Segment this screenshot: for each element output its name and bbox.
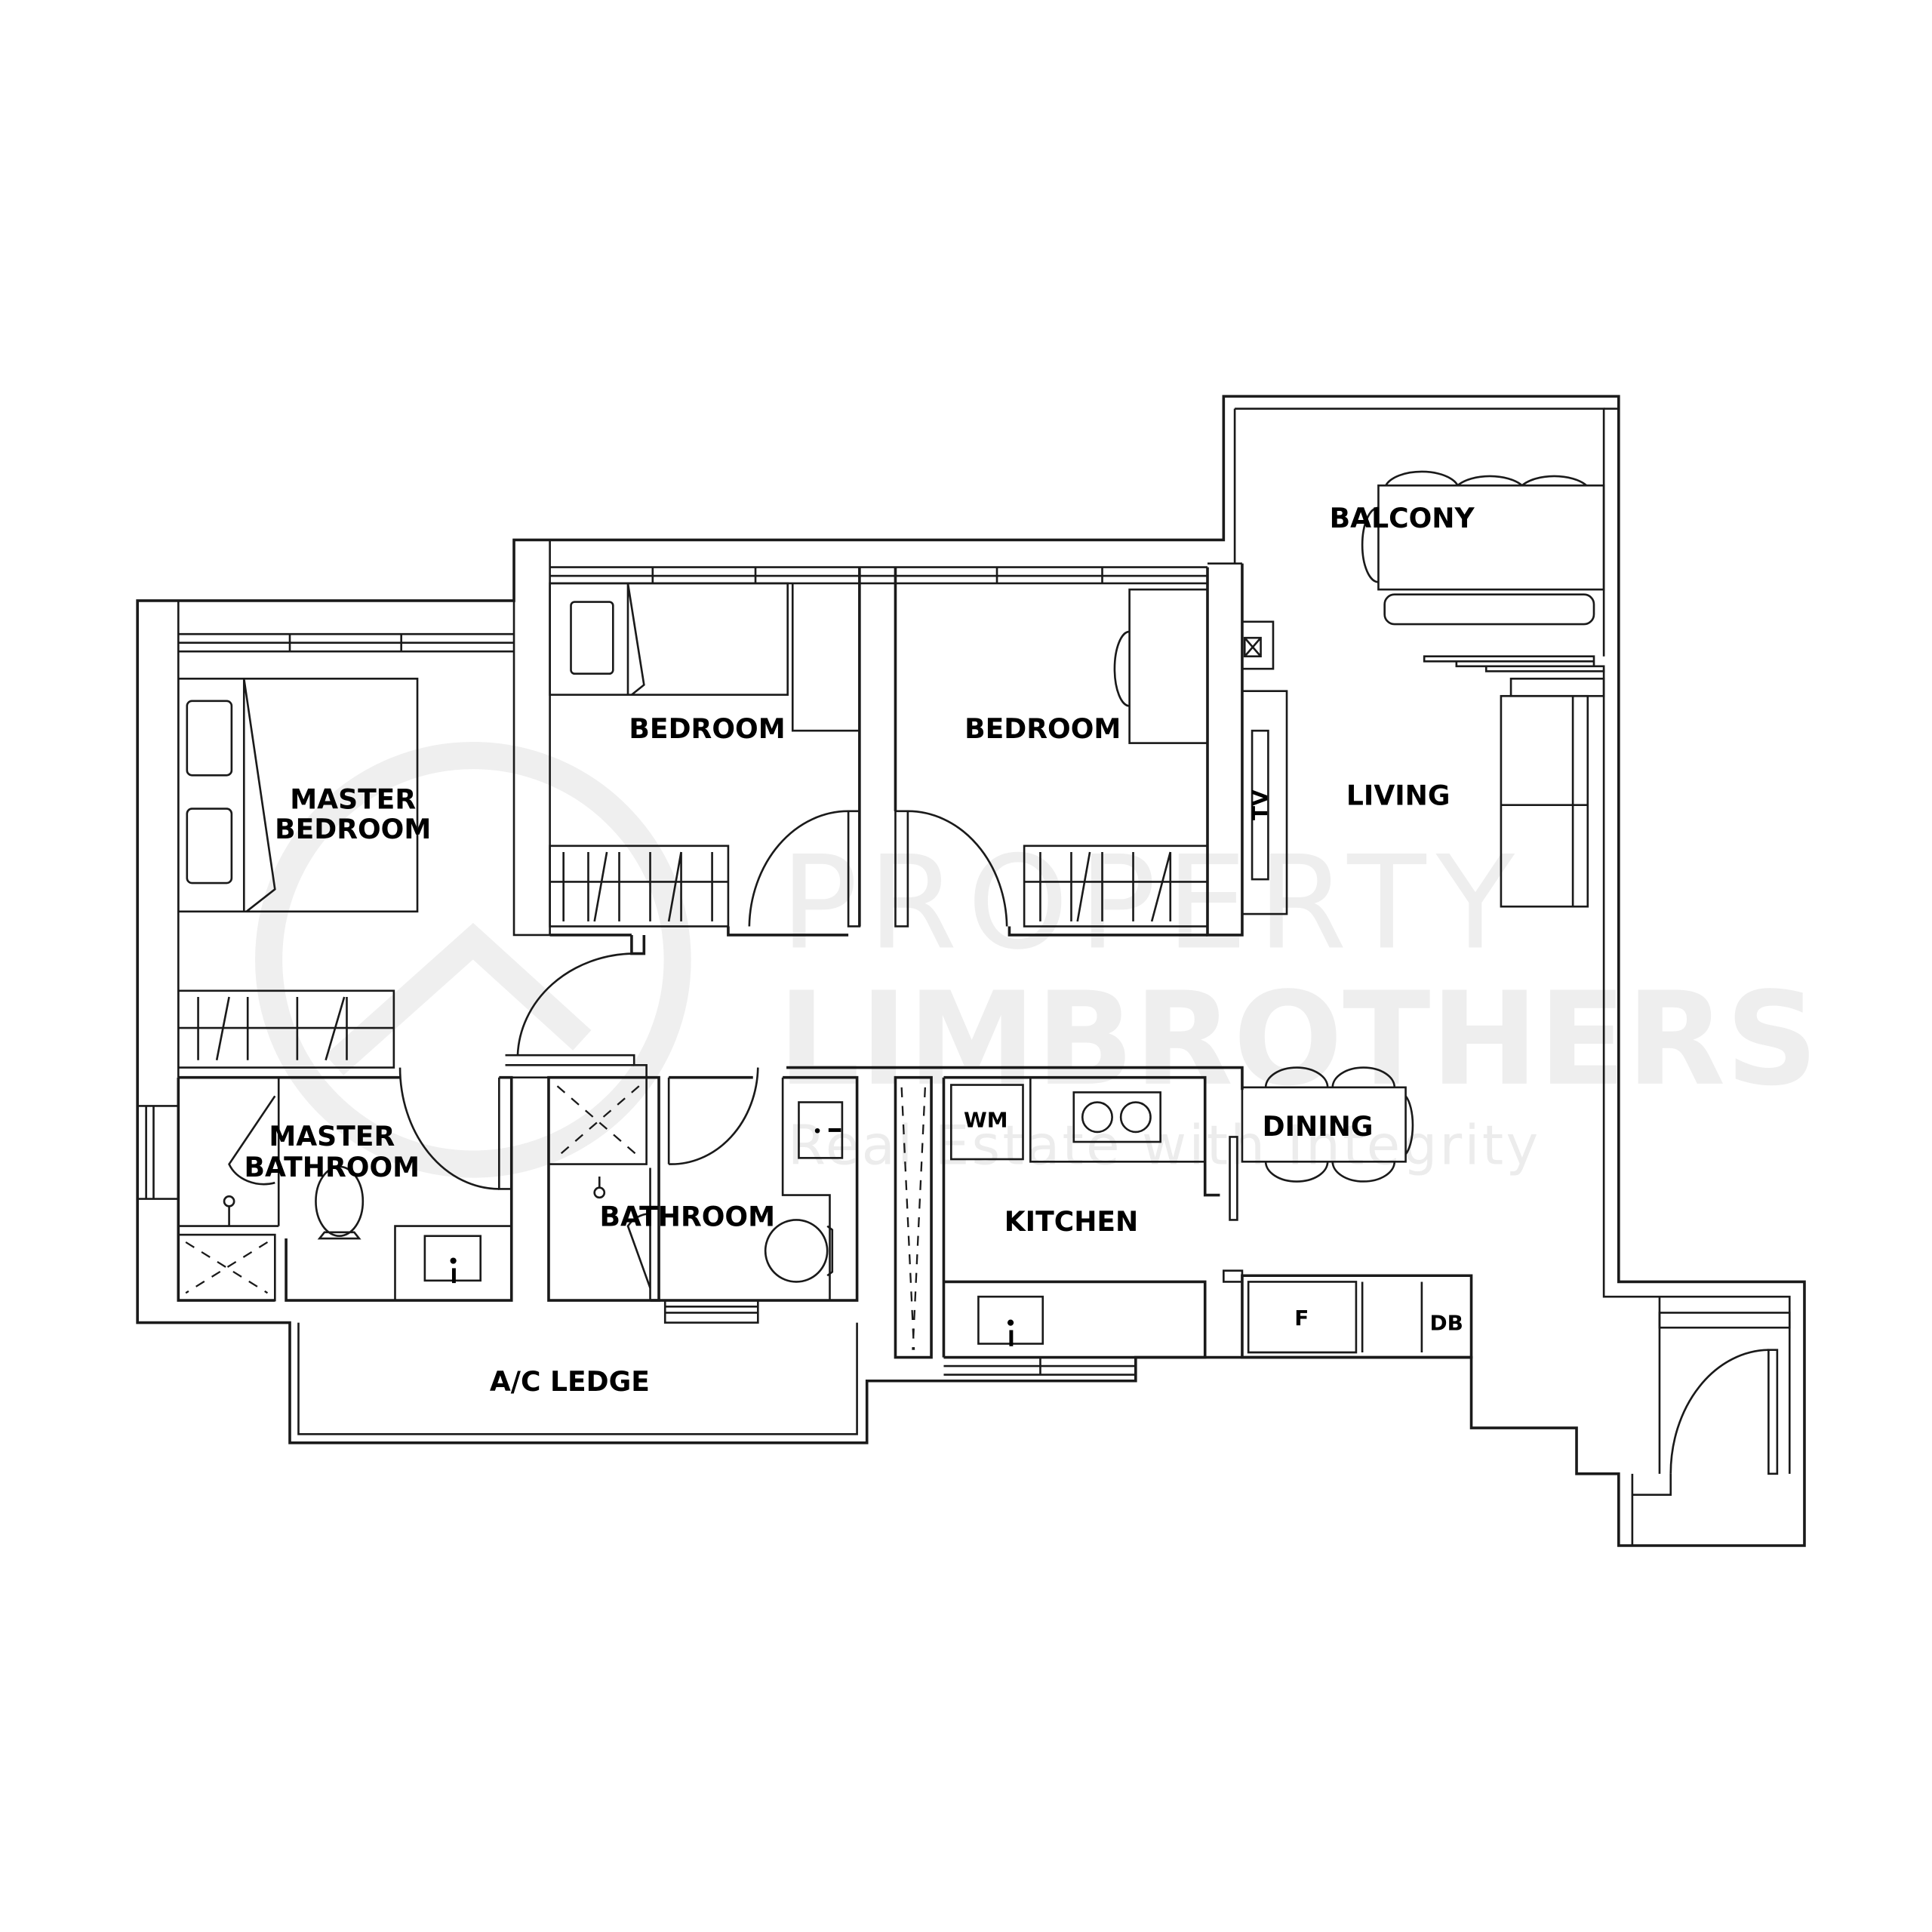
bathroom-door-swing[interactable] [669, 1067, 759, 1165]
doors [398, 810, 1008, 1190]
room-labels: MASTER BEDROOM BEDROOM BEDROOM BALCONY L… [245, 502, 1475, 1398]
washing-machine-label: WM [964, 1107, 1008, 1132]
kitchen-label: KITCHEN [1004, 1205, 1139, 1238]
master-bathroom-door-swing[interactable] [398, 1067, 500, 1190]
watermark: PROPERTY LIMBROTHERS Real Estate with In… [255, 741, 1819, 1178]
master-bathroom-label-line2: BATHROOM [245, 1151, 420, 1183]
exterior-walls [136, 395, 1806, 1547]
balcony-label: BALCONY [1330, 502, 1475, 534]
watermark-logo-ring-icon [255, 741, 691, 1178]
bathroom-label: BATHROOM [599, 1201, 775, 1233]
master-bedroom-door-swing[interactable] [516, 952, 632, 1056]
furniture: TV [177, 470, 1605, 1350]
dining-label: DINING [1263, 1110, 1374, 1143]
tv-label: TV [1247, 789, 1272, 820]
watermark-line1: PROPERTY [780, 829, 1524, 978]
master-bedroom-label-line2: BEDROOM [275, 813, 431, 845]
bedroom1-door-swing[interactable] [748, 810, 849, 927]
living-label: LIVING [1346, 780, 1451, 812]
ac-ledge-label: A/C LEDGE [490, 1365, 650, 1398]
bedroom2-door-swing[interactable] [907, 810, 1008, 927]
bedroom-2-label: BEDROOM [964, 712, 1121, 745]
distribution-board-label: DB [1430, 1310, 1463, 1335]
watermark-logo-roof-icon [325, 922, 592, 1075]
bedroom-1-label: BEDROOM [629, 712, 785, 745]
fridge-label: F [1294, 1306, 1309, 1331]
watermark-tagline: Real Estate with Integrity [788, 1115, 1541, 1178]
watermark-line2: LIMBROTHERS [778, 965, 1819, 1115]
master-bathroom-label-line1: MASTER [269, 1120, 395, 1152]
master-bedroom-label-line1: MASTER [290, 783, 416, 816]
